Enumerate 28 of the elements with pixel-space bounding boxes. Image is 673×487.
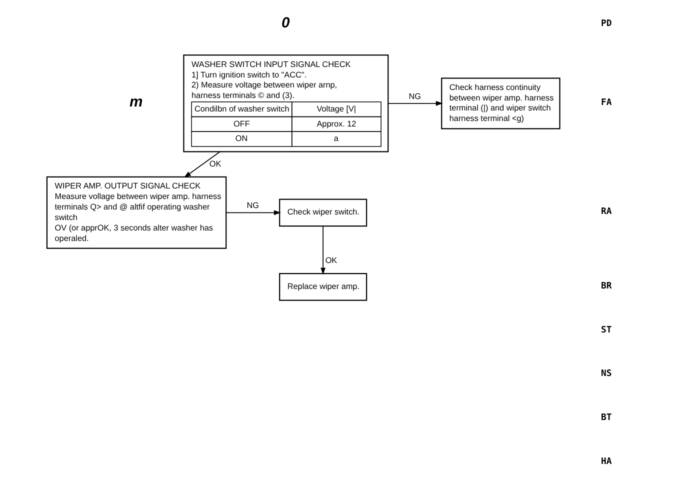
edge-label: NG [408,92,420,101]
label: OFF [233,119,250,128]
node-box: Check harness continuity between wiper amp. harness terminal (|) and wiper switch harness terminal <g) [440,78,560,130]
label: Voltage [V| [316,104,356,114]
label: ON [234,134,248,144]
label: ST [600,325,612,336]
node-box: WIPER AMP. OUTPUT SIGNAL CHECK Measure vollage between wiper amp. harness terminals Q> and @ altfif operating washer switch OV (or apprOK, 3 seconds alter washer has operaled. [46,176,226,249]
node-box: Replace wiper amp. [278,273,367,301]
label: PD [600,19,612,30]
edge-label: NG [246,201,258,210]
arrow [387,100,442,106]
label: NS [600,369,612,380]
edge-label: OK [324,256,337,266]
label: BR [600,282,612,292]
node-box: Check wiper switch. [278,198,367,227]
arrow [184,151,220,178]
label: 0 [280,16,290,32]
arrow [320,226,326,275]
edge-label: OK [208,159,221,168]
label: HA [600,456,612,467]
label: FA [600,98,612,108]
arrow [225,210,280,216]
label: RA [600,207,612,218]
label: Condilbn of washer switch [194,104,289,114]
label: Approx. 12 [316,119,356,128]
label: BT [600,413,612,424]
label: m [128,94,142,110]
label: a [333,134,338,144]
